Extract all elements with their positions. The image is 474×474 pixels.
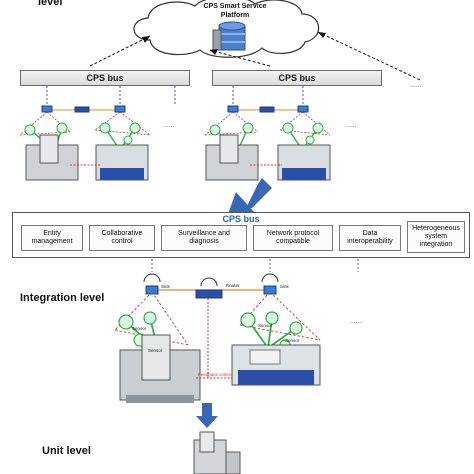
router-label: Router	[226, 283, 240, 288]
upload-arrows	[89, 31, 421, 81]
top-level-label: level	[38, 0, 63, 8]
function-collaborative-control: Collaborative control	[89, 225, 155, 251]
function-network-protocol: Network protocol compatible	[253, 225, 333, 251]
cps-bus-right-label: CPS bus	[278, 73, 316, 83]
sensor-label-2: Sensor	[148, 348, 163, 353]
integration-cluster	[114, 273, 321, 403]
sink-left-label: Sink	[161, 284, 170, 289]
lathe-machine-icon	[231, 344, 321, 386]
top-right-cluster	[204, 105, 331, 181]
arrowhead	[210, 49, 218, 55]
sink-right-label: Sink	[280, 284, 289, 289]
cps-bus-panel: CPS bus Entity management Collaborative …	[12, 212, 470, 258]
top-left-cluster	[19, 105, 151, 181]
feedback-label: Feedback control	[198, 372, 233, 377]
ellipsis-integration: ......	[350, 318, 362, 325]
unit-machine-icon	[193, 431, 241, 474]
down-arrow-icon	[196, 403, 218, 428]
cps-bus-left-label: CPS bus	[86, 73, 124, 83]
function-data-interoperability: Data interoperability	[339, 225, 401, 251]
integration-level-label: Integration level	[20, 292, 105, 304]
down-arrow-icon	[228, 178, 272, 214]
sensor-label-4: Sensor	[285, 338, 300, 343]
cps-bus-right: CPS bus	[212, 70, 382, 86]
arrowhead	[318, 32, 326, 38]
cps-bus-left: CPS bus	[20, 70, 190, 86]
cps-bus-panel-title: CPS bus	[222, 214, 260, 224]
function-entity-management: Entity management	[21, 225, 83, 251]
arrowhead	[142, 36, 150, 43]
database-icon	[218, 21, 246, 51]
sensor-label-1: Sensor	[132, 326, 147, 331]
function-surveillance-diagnosis: Surveillance and diagnosis	[161, 225, 247, 251]
function-heterogeneous-integration: Heterogeneous system integration	[407, 221, 465, 253]
ellipsis-top-far: ......	[410, 82, 422, 89]
ellipsis-top-left: ......	[163, 122, 175, 129]
server-icon	[212, 29, 222, 51]
platform-label: CPS Smart Service Platform	[203, 3, 267, 19]
ellipsis-top-right: ......	[345, 122, 357, 129]
unit-level-label: Unit level	[42, 445, 91, 457]
milling-machine-icon	[119, 334, 201, 403]
sensor-label-3: Sensor	[258, 323, 273, 328]
